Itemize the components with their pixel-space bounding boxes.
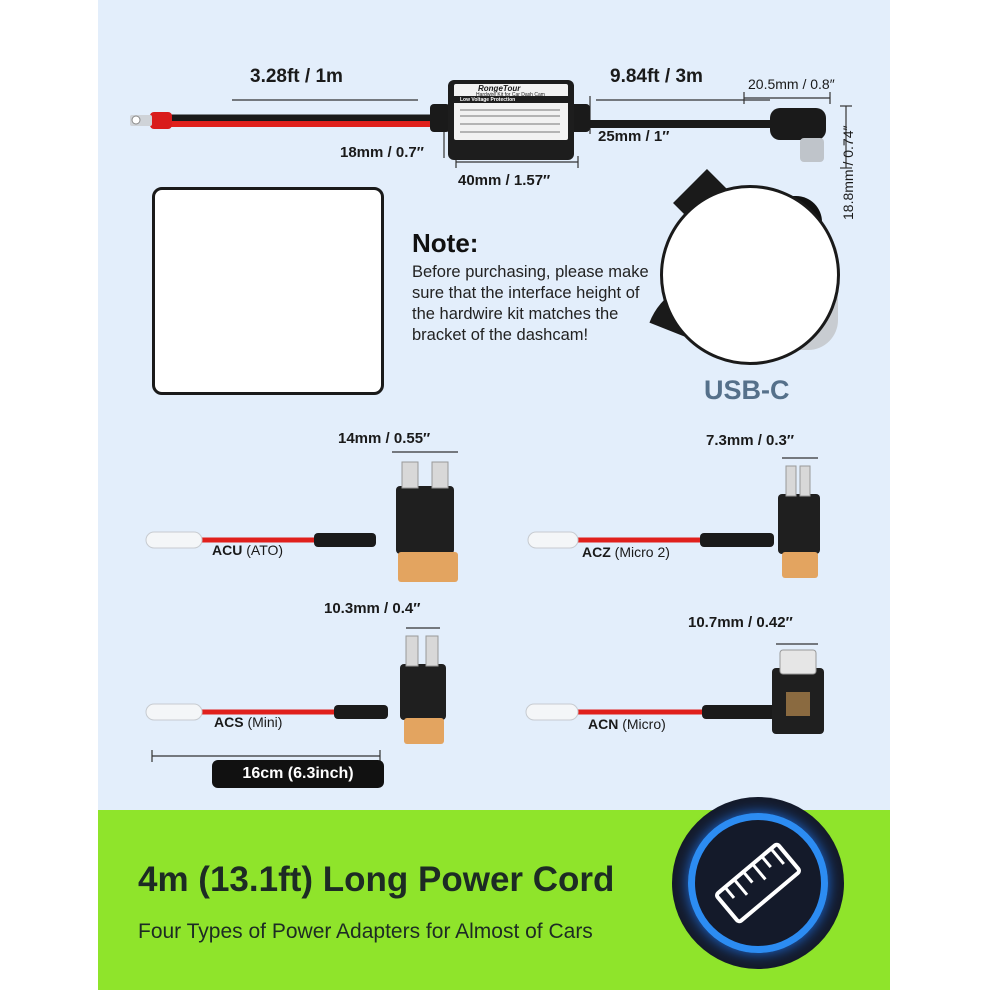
acz-type: (Micro 2) xyxy=(614,544,670,560)
acs-label: ACS (Mini) xyxy=(214,714,282,730)
adapter-acu xyxy=(145,451,458,582)
ruler-badge xyxy=(672,797,844,969)
acn-size: 10.7mm / 0.42″ xyxy=(688,614,793,631)
left-cable-length: 3.28ft / 1m xyxy=(250,66,343,87)
usb-c-label: USB-C xyxy=(704,375,790,405)
acz-size: 7.3mm / 0.3″ xyxy=(706,432,795,449)
adapter-acz xyxy=(527,457,820,578)
usb-height-label: 18.8mm / 0.74″ xyxy=(840,125,856,220)
box-depth-label: 18mm / 0.7″ xyxy=(340,144,424,161)
note-title: Note: xyxy=(412,228,479,258)
box-brand: RongeTour xyxy=(478,84,521,93)
acs-size: 10.3mm / 0.4″ xyxy=(324,600,421,617)
acn-code: ACN xyxy=(588,716,619,732)
banner-subtitle: Four Types of Power Adapters for Almost … xyxy=(138,920,593,943)
adapter-acs xyxy=(145,627,446,744)
acn-label: ACN (Micro) xyxy=(588,716,666,732)
ruler-icon xyxy=(715,842,801,924)
acu-size: 14mm / 0.55″ xyxy=(338,430,431,447)
acs-type: (Mini) xyxy=(247,714,283,730)
dimension-lines xyxy=(151,92,852,762)
fuse-adapters xyxy=(145,451,824,744)
acz-label: ACZ (Micro 2) xyxy=(582,544,670,560)
acn-type: (Micro) xyxy=(622,716,666,732)
box-feature: Low Voltage Protection xyxy=(460,97,516,103)
usb-width-label: 20.5mm / 0.8″ xyxy=(748,76,835,92)
adapter-length-pill: 16cm (6.3inch) xyxy=(212,760,384,788)
adapter-acn xyxy=(525,643,824,734)
badge-ring xyxy=(688,813,828,953)
right-cable xyxy=(576,108,826,162)
acu-type: (ATO) xyxy=(246,542,284,558)
acu-code: ACU xyxy=(212,542,243,558)
box-height-label: 25mm / 1″ xyxy=(598,128,670,145)
left-wire xyxy=(130,112,430,129)
banner-title: 4m (13.1ft) Long Power Cord xyxy=(138,860,615,899)
converter-box xyxy=(430,80,590,160)
acz-code: ACZ xyxy=(582,544,611,560)
right-cable-length: 9.84ft / 3m xyxy=(610,66,703,87)
box-subtitle: Hardwire Kit for Car Dash Cam xyxy=(476,92,545,98)
acu-label: ACU (ATO) xyxy=(212,542,283,558)
box-width-label: 40mm / 1.57″ xyxy=(458,172,551,189)
note-body: Before purchasing, please make sure that… xyxy=(412,263,649,344)
dashcam-frame xyxy=(152,187,384,395)
acs-code: ACS xyxy=(214,714,244,730)
usb-c-frame xyxy=(660,185,840,365)
